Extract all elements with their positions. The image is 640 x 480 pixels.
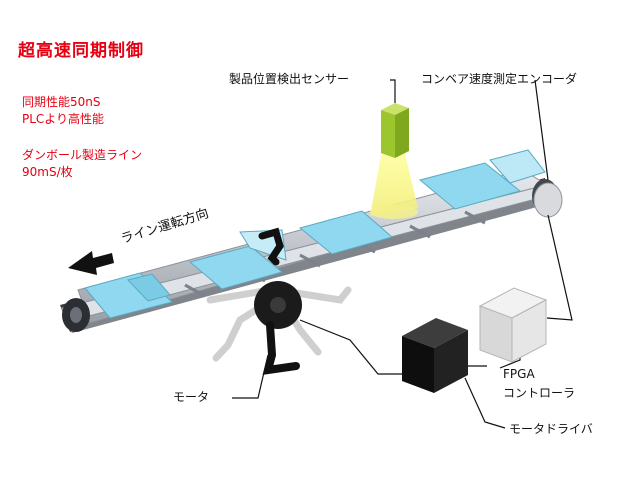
sync-comparison-note: PLCより高性能 [22, 112, 105, 126]
left-drum [62, 298, 90, 332]
controller-label: コントローラ [503, 386, 576, 400]
connection-lines [232, 79, 573, 429]
page-title: 超高速同期制御 [18, 41, 144, 61]
product-sheets [84, 149, 546, 319]
sync-performance-note: 同期性能50nS [22, 95, 101, 109]
motor-driver-label: モータドライバ [509, 422, 593, 436]
fpga-controller-box [478, 287, 548, 363]
motor [254, 227, 302, 375]
motor-driver-box [402, 318, 468, 393]
encoder-label: コンベア速度測定エンコーダ [421, 72, 578, 86]
position-sensor [381, 103, 409, 158]
motor-label: モータ [173, 390, 210, 404]
direction-arrow [68, 251, 114, 275]
production-line-note: ダンボール製造ライン [22, 148, 143, 162]
sensor-label: 製品位置検出センサー [229, 72, 350, 86]
encoder-wheel [532, 179, 563, 218]
sensor-beam [370, 150, 418, 216]
cycle-time-note: 90mS/枚 [22, 165, 73, 179]
fpga-label: FPGA [503, 367, 535, 381]
